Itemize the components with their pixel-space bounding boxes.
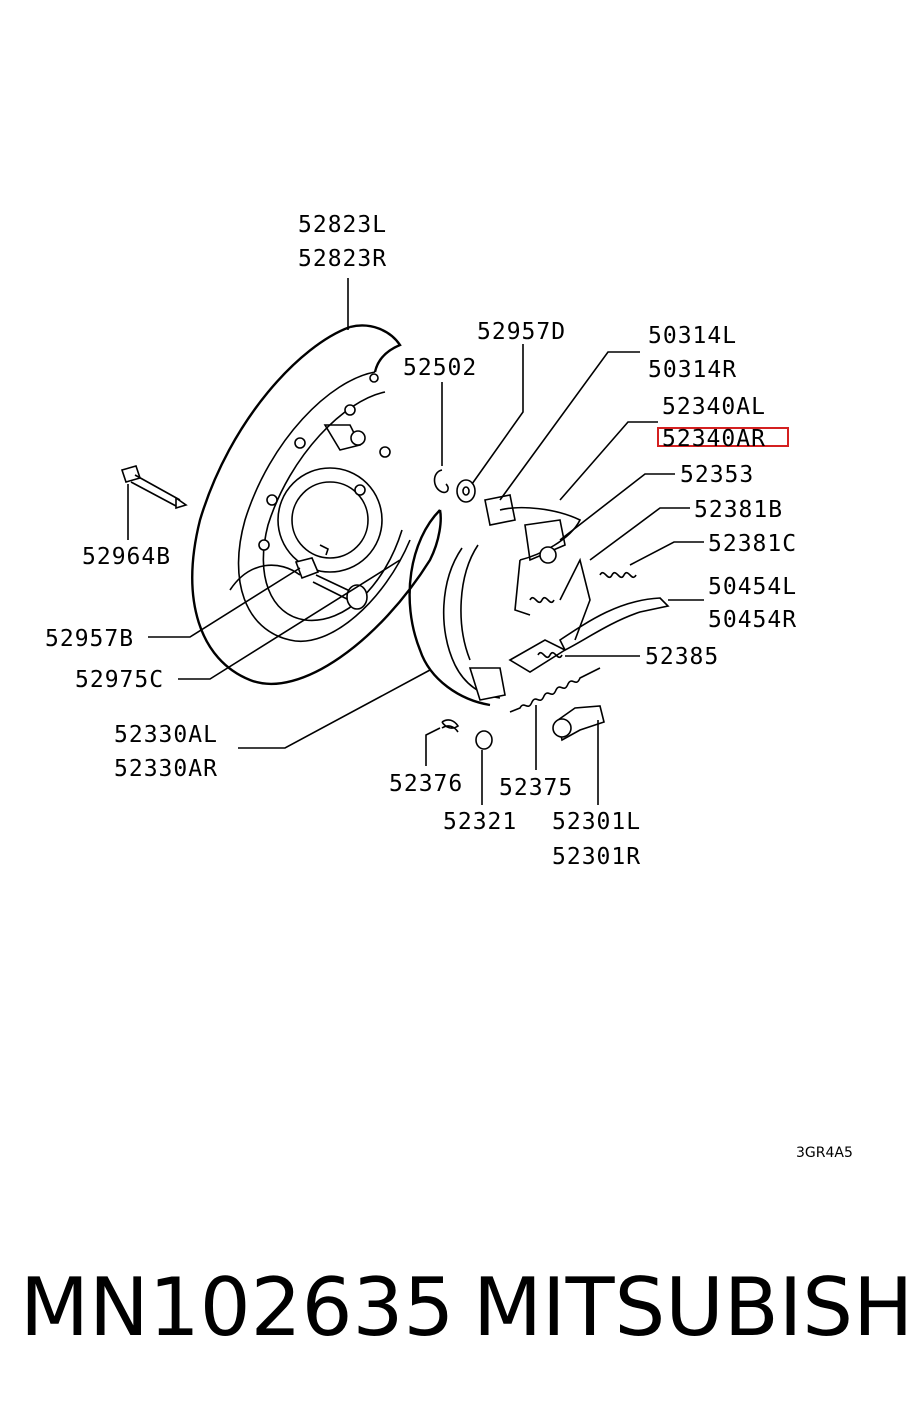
label-52823L: 52823L xyxy=(298,212,387,238)
spring-52375-drawing xyxy=(509,667,601,713)
footer-part-number: MN102635 xyxy=(20,1261,455,1354)
bolt-52964B-drawing xyxy=(120,465,188,510)
label-52957D: 52957D xyxy=(477,319,566,345)
clip-52502-drawing xyxy=(433,469,449,494)
diagram-code: 3GR4A5 xyxy=(796,1145,853,1161)
label-52823R: 52823R xyxy=(298,246,387,272)
spring-52381B-drawing xyxy=(529,596,555,604)
adjuster-52301-drawing xyxy=(552,705,605,742)
lever-50454-drawing xyxy=(558,597,670,652)
label-52975C: 52975C xyxy=(75,667,164,693)
label-52964B: 52964B xyxy=(82,544,171,570)
label-52375: 52375 xyxy=(499,775,573,801)
label-52381C: 52381C xyxy=(708,531,797,557)
label-52340AR: 52340AR xyxy=(662,426,766,452)
label-50454L: 50454L xyxy=(708,574,797,600)
label-52321: 52321 xyxy=(443,809,517,835)
label-52301L: 52301L xyxy=(552,809,641,835)
label-52502: 52502 xyxy=(403,355,477,381)
label-52330AL: 52330AL xyxy=(114,722,218,748)
washer-52957D-drawing xyxy=(456,479,476,503)
label-52330AR: 52330AR xyxy=(114,756,218,782)
label-52353: 52353 xyxy=(680,462,754,488)
footer-brand: MITSUBISHI xyxy=(473,1261,909,1354)
label-52957B: 52957B xyxy=(45,626,134,652)
cup-52376-drawing xyxy=(441,719,460,733)
nut-52321-drawing xyxy=(475,730,493,750)
highlight-box-52340AR xyxy=(657,427,789,447)
label-52301R: 52301R xyxy=(552,844,641,870)
backing-plate-drawing xyxy=(191,324,442,686)
label-52385: 52385 xyxy=(645,644,719,670)
label-52340AL: 52340AL xyxy=(662,394,766,420)
label-52376: 52376 xyxy=(389,771,463,797)
brake-shoe-drawing xyxy=(408,494,591,707)
label-52381B: 52381B xyxy=(694,497,783,523)
spring-52381C-drawing xyxy=(599,571,637,579)
spring-52385-drawing xyxy=(537,651,563,659)
leader-lines xyxy=(127,278,704,805)
label-50314R: 50314R xyxy=(648,357,737,383)
label-50454R: 50454R xyxy=(708,607,797,633)
label-50314L: 50314L xyxy=(648,323,737,349)
